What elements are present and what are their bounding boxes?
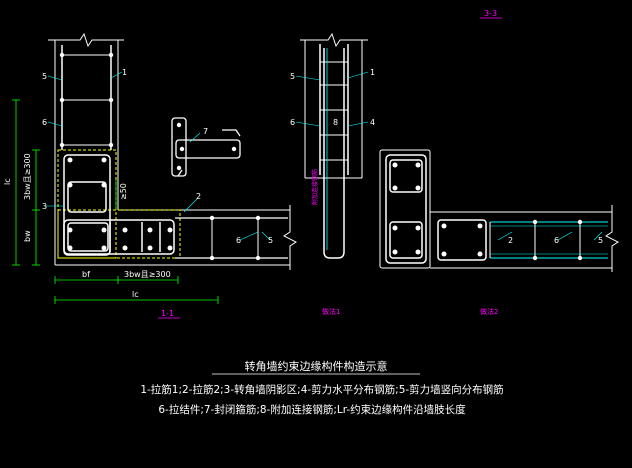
section-label-detail-left: 做法1 — [322, 307, 340, 316]
section-label-vertical: 3-3 — [484, 9, 497, 18]
dim-lc-horizontal: lc — [132, 290, 139, 299]
stirrup-callout-line — [189, 132, 201, 143]
callout-m7: 7 — [203, 127, 208, 136]
callout-p1: 1 — [122, 68, 127, 77]
callout-p6: 6 — [42, 118, 47, 127]
callout-v1: 1 — [370, 68, 375, 77]
section-label-plan: 1-1 — [161, 309, 174, 318]
plan-corner-stirrups — [63, 154, 175, 256]
dim-3bw-vertical: 3bw且≥300 — [23, 153, 32, 200]
callout-v4: 4 — [370, 118, 375, 127]
dim-lc-vertical: lc — [3, 178, 12, 185]
legend-line-1: 1-拉筋1;2-拉筋2;3-转角墙阴影区;4-剪力水平分布钢筋;5-剪力墙竖向分… — [140, 383, 503, 396]
plan-dimension-labels: lc 3bw且≥300 bw bf 3bw且≥300 lc ≥50 — [3, 153, 171, 299]
drawing-title: 转角墙约束边缘构件构造示意 — [245, 359, 388, 373]
dim-ge50: ≥50 — [119, 183, 128, 200]
right-detail-ties — [489, 222, 581, 258]
callout-p5b: 5 — [268, 236, 273, 245]
callout-v5: 5 — [290, 72, 295, 81]
vertical-callout-text: 5 6 8 4 1 — [290, 68, 375, 127]
callout-p2: 2 — [196, 192, 201, 201]
stirrup-detail-dots — [176, 122, 237, 171]
callout-p3: 3 — [42, 202, 47, 211]
callout-v8: 8 — [333, 118, 338, 127]
callout-p5: 5 — [42, 72, 47, 81]
right-detail-dots — [392, 162, 483, 257]
plan-rebar-dots — [59, 52, 114, 148]
right-detail-callouts — [497, 231, 603, 241]
plan-vertical-rebar — [61, 45, 112, 150]
vertical-callouts — [295, 71, 369, 127]
plan-callout-text: 5 6 1 3 2 6 5 — [42, 68, 273, 245]
callout-v6: 6 — [290, 118, 295, 127]
right-detail-stirrups — [385, 154, 487, 264]
vertical-section — [300, 32, 368, 179]
right-detail-wall — [379, 149, 619, 272]
plan-corner-rebar-dots — [67, 157, 173, 251]
additional-connecting-bar[interactable] — [323, 48, 345, 259]
callout-p6b: 6 — [236, 236, 241, 245]
vertical-bar-note: 附加连接钢筋 — [311, 169, 319, 205]
dim-3bw-horizontal: 3bw且≥300 — [124, 270, 171, 279]
right-detail-callout-text: 2 6 5 — [508, 236, 603, 245]
right-detail-tie-dots — [532, 219, 583, 261]
callout-r6: 6 — [554, 236, 559, 245]
section-label-detail-right: 做法2 — [480, 307, 498, 316]
right-detail-additional-bars — [490, 221, 608, 259]
plan-horizontal-dots — [209, 215, 261, 261]
plan-wall — [48, 32, 297, 270]
callout-r5: 5 — [598, 236, 603, 245]
plan-callouts — [46, 71, 271, 241]
callout-r2: 2 — [508, 236, 513, 245]
plan-dimensions — [12, 99, 219, 304]
dim-bw-vertical: bw — [23, 230, 32, 242]
shadow-zone-horizontal — [57, 209, 181, 259]
stirrup-detail — [171, 117, 241, 177]
legend-line-2: 6-拉结件;7-封闭箍筋;8-附加连接钢筋;Lr-约束边缘构件沿墙肢长度 — [158, 403, 466, 416]
plan-horizontal-rebar — [175, 217, 288, 259]
dim-bf: bf — [82, 270, 90, 279]
